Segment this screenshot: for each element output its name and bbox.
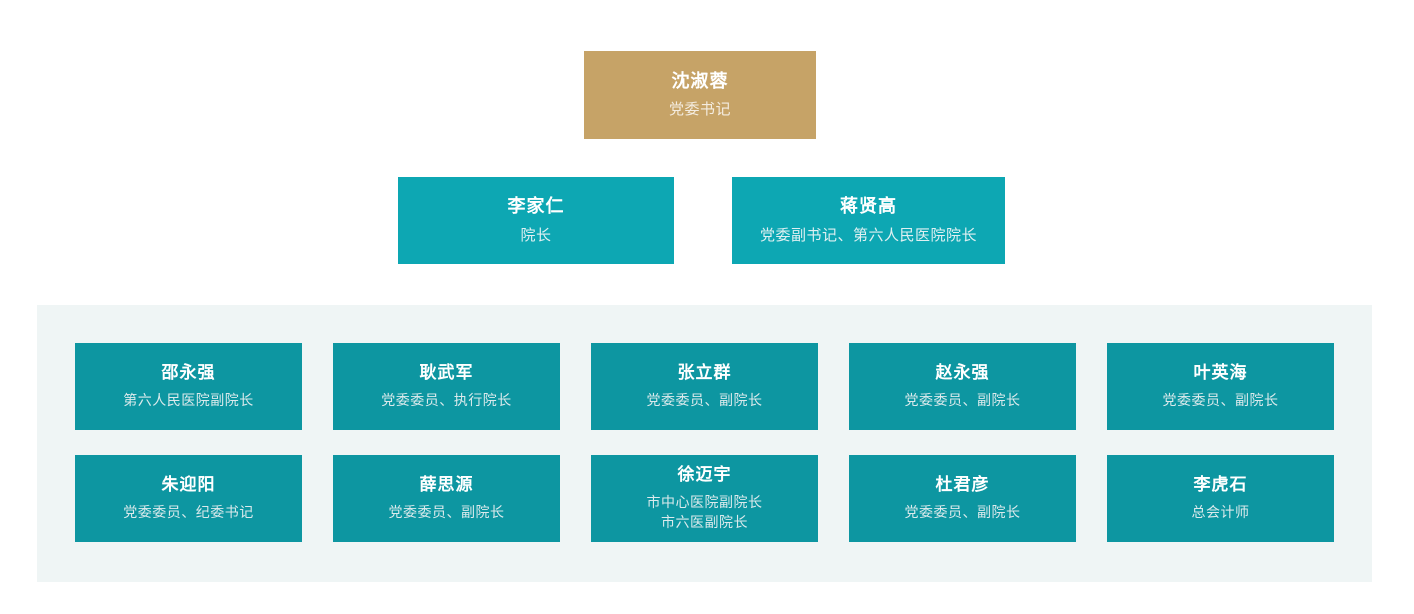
org-card-member-4[interactable]: 赵永强 党委委员、副院长 — [849, 343, 1076, 430]
person-name: 张立群 — [677, 363, 732, 383]
person-title: 党委委员、副院长 — [904, 504, 1021, 521]
person-title: 党委书记 — [668, 101, 731, 119]
org-card-member-2[interactable]: 耿武军 党委委员、执行院长 — [333, 343, 560, 430]
person-title: 党委委员、执行院长 — [381, 392, 512, 409]
person-name: 李家仁 — [507, 196, 565, 217]
org-card-member-3[interactable]: 张立群 党委委员、副院长 — [591, 343, 818, 430]
org-card-member-1[interactable]: 邵永强 第六人民医院副院长 — [75, 343, 302, 430]
person-title-secondary: 市六医副院长 — [661, 514, 748, 531]
org-card-level2-1[interactable]: 李家仁 院长 — [398, 177, 674, 264]
person-title: 党委副书记、第六人民医院院长 — [759, 226, 977, 244]
person-title: 党委委员、副院长 — [388, 504, 505, 521]
person-name: 叶英海 — [1193, 363, 1248, 383]
org-card-member-10[interactable]: 李虎石 总会计师 — [1107, 455, 1334, 542]
person-title: 党委委员、副院长 — [1162, 392, 1279, 409]
person-title: 党委委员、副院长 — [646, 392, 763, 409]
person-name: 朱迎阳 — [161, 475, 216, 495]
org-card-top-leader[interactable]: 沈淑蓉 党委书记 — [584, 51, 816, 139]
person-title: 党委委员、纪委书记 — [123, 504, 254, 521]
person-name: 杜君彦 — [935, 475, 990, 495]
person-title: 党委委员、副院长 — [904, 392, 1021, 409]
org-card-level2-2[interactable]: 蒋贤高 党委副书记、第六人民医院院长 — [732, 177, 1005, 264]
person-title: 第六人民医院副院长 — [123, 392, 254, 409]
person-name: 徐迈宇 — [677, 465, 732, 485]
org-card-member-8[interactable]: 徐迈宇 市中心医院副院长 市六医副院长 — [591, 455, 818, 542]
person-name: 赵永强 — [935, 363, 990, 383]
org-card-member-6[interactable]: 朱迎阳 党委委员、纪委书记 — [75, 455, 302, 542]
person-name: 李虎石 — [1193, 475, 1248, 495]
members-panel: 邵永强 第六人民医院副院长 耿武军 党委委员、执行院长 张立群 党委委员、副院长… — [37, 305, 1372, 582]
person-name: 耿武军 — [419, 363, 474, 383]
org-card-member-9[interactable]: 杜君彦 党委委员、副院长 — [849, 455, 1076, 542]
org-card-member-7[interactable]: 薛思源 党委委员、副院长 — [333, 455, 560, 542]
person-title: 院长 — [520, 226, 552, 244]
person-name: 薛思源 — [419, 475, 474, 495]
org-card-member-5[interactable]: 叶英海 党委委员、副院长 — [1107, 343, 1334, 430]
person-title: 市中心医院副院长 — [646, 494, 763, 511]
person-name: 邵永强 — [161, 363, 216, 383]
person-name: 蒋贤高 — [840, 196, 897, 217]
person-name: 沈淑蓉 — [671, 70, 729, 91]
person-title: 总会计师 — [1191, 504, 1250, 521]
members-row-1: 邵永强 第六人民医院副院长 耿武军 党委委员、执行院长 张立群 党委委员、副院长… — [75, 343, 1334, 430]
members-row-2: 朱迎阳 党委委员、纪委书记 薛思源 党委委员、副院长 徐迈宇 市中心医院副院长 … — [75, 455, 1334, 542]
